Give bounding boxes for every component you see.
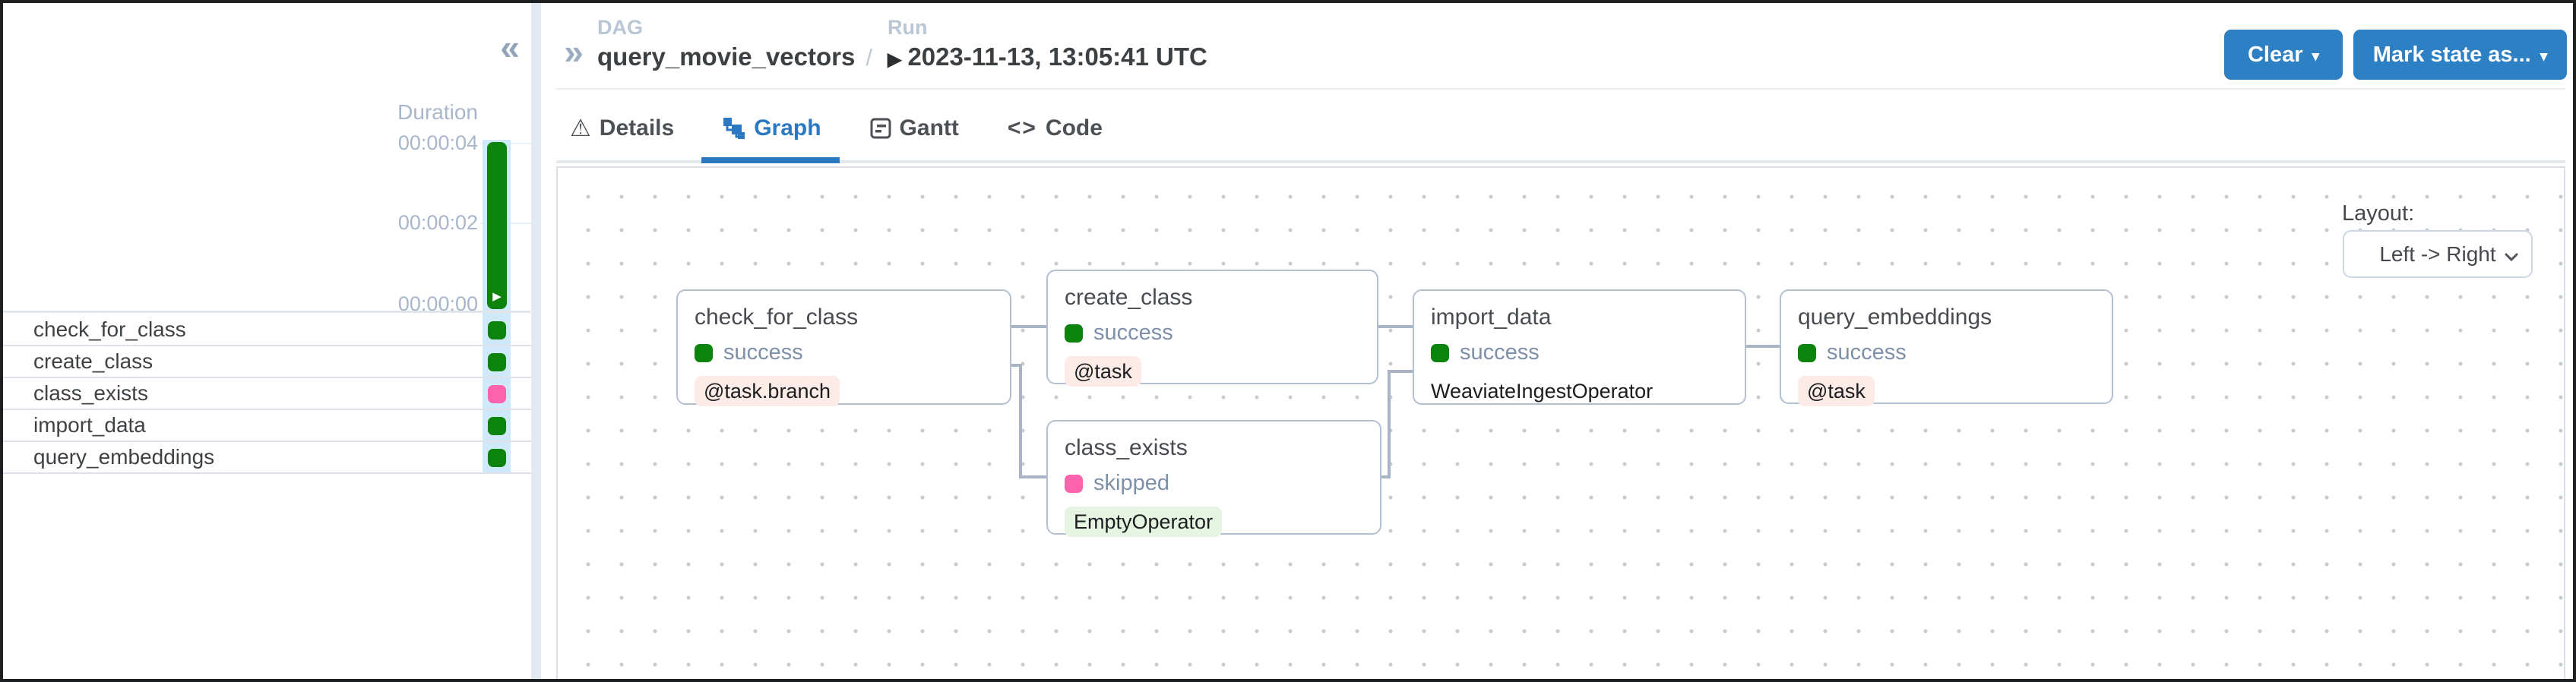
operator-badge: @task [1798, 376, 1875, 406]
breadcrumb: DAG query_movie_vectors/ Run ▶2023-11-13… [597, 15, 1207, 77]
chevron-down-icon [2502, 247, 2521, 271]
task-row-class-exists[interactable]: class_exists [3, 378, 531, 410]
operator-badge: EmptyOperator [1065, 507, 1223, 537]
operator-badge: @task [1065, 356, 1141, 387]
graph-node-import-data[interactable]: import_data success WeaviateIngestOperat… [1413, 289, 1746, 405]
duration-tick: 00:00:04 [397, 131, 478, 154]
caret-down-icon: ▾ [2312, 48, 2320, 65]
node-title: check_for_class [695, 305, 859, 330]
task-row-import-data[interactable]: import_data [3, 410, 531, 442]
active-tab-underline [701, 157, 840, 163]
run-value-link[interactable]: ▶2023-11-13, 13:05:41 UTC [887, 43, 1207, 71]
tab-graph[interactable]: Graph [723, 105, 821, 152]
run-label: Run [887, 16, 928, 39]
tab-code[interactable]: <> Code [1007, 115, 1103, 141]
manual-run-icon: ▶ [887, 49, 902, 70]
node-title: class_exists [1065, 435, 1188, 460]
status-label: success [1460, 340, 1540, 365]
operator-badge: @task.branch [695, 376, 840, 406]
task-list: check_for_class create_class class_exist… [3, 314, 531, 474]
task-name: import_data [33, 413, 146, 437]
status-square [1431, 343, 1449, 362]
tab-details[interactable]: ⚠ Details [570, 115, 675, 141]
task-status-square[interactable] [488, 449, 506, 467]
task-status-square[interactable] [488, 321, 506, 339]
tabs-bottom-border [556, 160, 2565, 163]
status-label: success [723, 340, 803, 365]
axis-baseline [3, 311, 530, 313]
status-label: success [1093, 320, 1173, 345]
dag-name-link[interactable]: query_movie_vectors/ [597, 43, 872, 71]
graph-icon [723, 117, 745, 140]
task-name: check_for_class [33, 317, 186, 341]
task-status-square[interactable] [488, 385, 506, 403]
task-name: class_exists [33, 381, 148, 405]
tab-gantt[interactable]: Gantt [870, 105, 959, 152]
layout-label: Layout: [2342, 201, 2415, 226]
play-triggered-run-icon: ▶ [492, 290, 502, 303]
layout-direction-select[interactable]: Left -> Right [2343, 230, 2533, 278]
status-square [695, 343, 713, 362]
breadcrumb-dag: DAG query_movie_vectors/ [597, 15, 872, 77]
dag-label: DAG [597, 16, 643, 39]
status-label: skipped [1093, 471, 1169, 495]
grid-panel: « Duration 00:00:04 00:00:02 00:00:00 ▶ … [3, 3, 531, 679]
duration-tick: 00:00:02 [397, 211, 478, 234]
operator-name: WeaviateIngestOperator [1431, 380, 1654, 403]
status-square [1798, 343, 1816, 362]
gantt-icon [870, 118, 891, 139]
graph-node-check-for-class[interactable]: check_for_class success @task.branch [676, 289, 1011, 406]
node-title: import_data [1431, 305, 1552, 330]
dag-run-duration-bar[interactable]: ▶ [487, 142, 507, 309]
breadcrumb-run: Run ▶2023-11-13, 13:05:41 UTC [888, 15, 1207, 77]
warning-triangle-icon: ⚠ [570, 115, 591, 141]
status-square [1065, 474, 1083, 493]
collapse-panel-icon[interactable]: « [500, 27, 520, 67]
status-label: success [1827, 340, 1907, 365]
task-row-query-embeddings[interactable]: query_embeddings [3, 442, 531, 474]
task-row-create-class[interactable]: create_class [3, 346, 531, 378]
panel-resize-divider[interactable] [531, 3, 541, 679]
clear-button[interactable]: Clear ▾ [2224, 30, 2343, 80]
task-row-check-for-class[interactable]: check_for_class [3, 314, 531, 346]
duration-axis-label: Duration [397, 100, 478, 124]
node-title: query_embeddings [1798, 305, 1992, 330]
expand-panel-icon[interactable]: » [564, 32, 584, 71]
graph-node-class-exists[interactable]: class_exists skipped EmptyOperator [1046, 420, 1381, 537]
task-status-square[interactable] [488, 353, 506, 371]
task-name: create_class [33, 349, 153, 373]
task-status-square[interactable] [488, 417, 506, 435]
graph-node-create-class[interactable]: create_class success @task [1046, 270, 1378, 387]
breadcrumb-separator: / [866, 44, 872, 71]
dag-graph-canvas[interactable]: check_for_class success @task.branch cre… [556, 166, 2565, 679]
tab-bar: ⚠ Details Graph Gantt [570, 105, 1103, 152]
dag-edges [1011, 325, 1780, 478]
graph-node-query-embeddings[interactable]: query_embeddings success @task [1780, 289, 2113, 406]
status-square [1065, 324, 1083, 343]
mark-state-as-button[interactable]: Mark state as... ▾ [2353, 30, 2567, 80]
header-divider [556, 88, 2565, 90]
code-brackets-icon: <> [1007, 115, 1037, 141]
task-name: query_embeddings [33, 445, 215, 469]
caret-down-icon: ▾ [2540, 48, 2548, 65]
node-title: create_class [1065, 285, 1193, 310]
